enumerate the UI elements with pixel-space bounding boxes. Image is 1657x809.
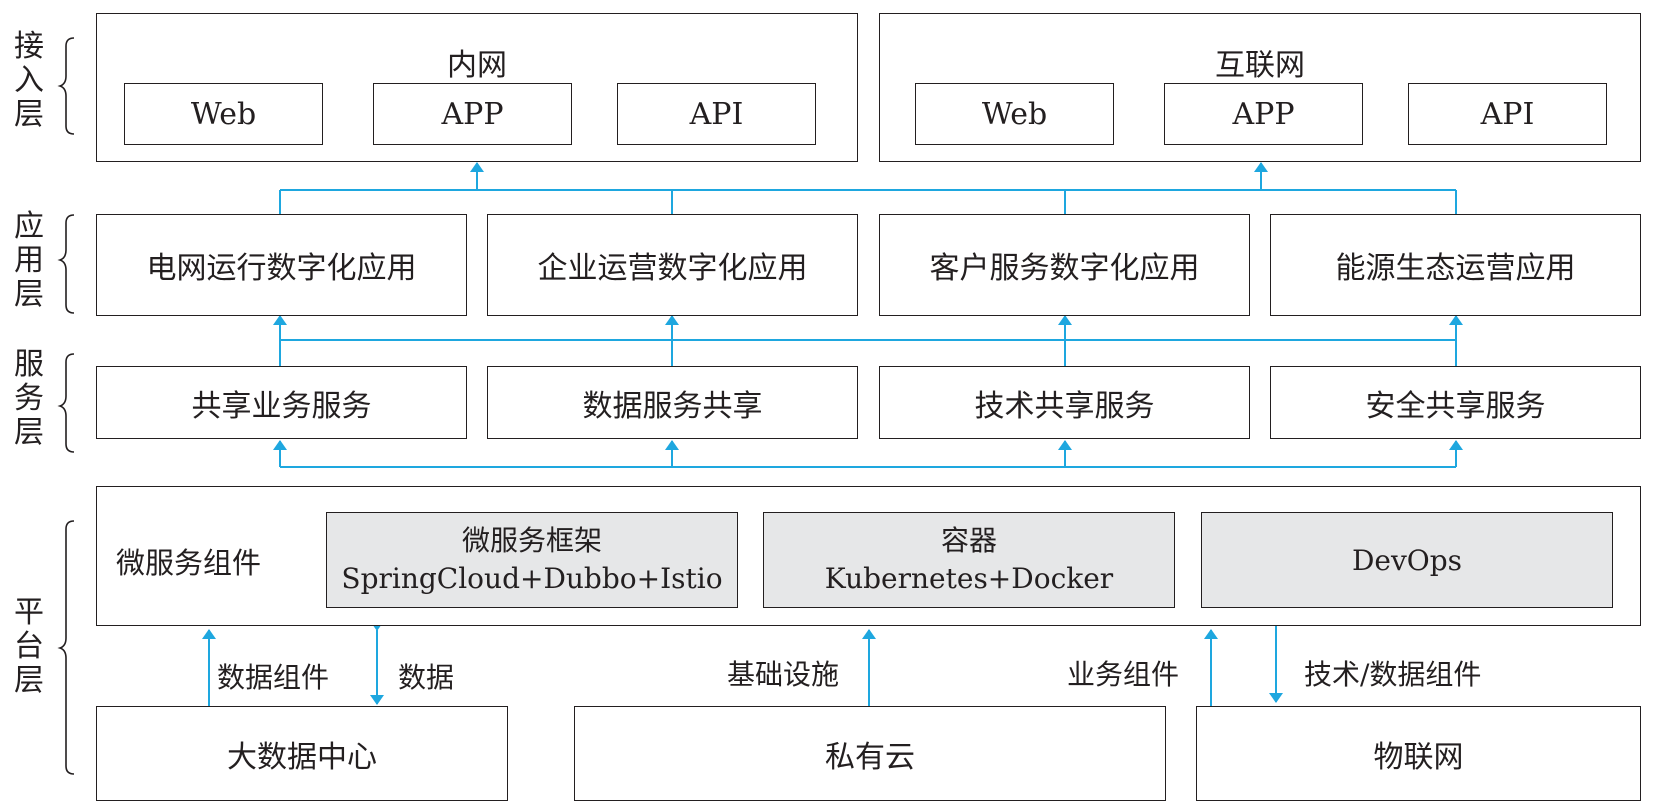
app-grid-operation: 电网运行数字化应用 (96, 214, 467, 316)
component-microservice-framework: 微服务框架 SpringCloud+Dubbo+Istio (326, 512, 738, 608)
component-devops: DevOps (1201, 512, 1613, 608)
source-big-data-center: 大数据中心 (96, 706, 508, 801)
brace-platform (57, 520, 75, 775)
component-microservice-framework-stack: SpringCloud+Dubbo+Istio (341, 562, 723, 595)
brace-service (57, 353, 75, 453)
layer-label-service: 服务层 (14, 347, 44, 450)
component-container-title: 容器 (940, 524, 997, 557)
service-shared-security: 安全共享服务 (1270, 366, 1641, 439)
label-tech-data-component: 技术/数据组件 (1304, 658, 1482, 691)
intranet-title: 内网 (447, 48, 507, 83)
brace-application (57, 214, 75, 314)
app-customer-service: 客户服务数字化应用 (879, 214, 1250, 316)
component-microservice-framework-title: 微服务框架 (461, 524, 602, 557)
app-energy-ecosystem: 能源生态运营应用 (1270, 214, 1641, 316)
internet-app-box: APP (1164, 83, 1363, 145)
layer-label-access: 接入层 (14, 29, 44, 132)
source-private-cloud: 私有云 (574, 706, 1166, 801)
brace-access (57, 37, 75, 135)
app-enterprise-operation: 企业运营数字化应用 (487, 214, 858, 316)
label-data-component: 数据组件 (217, 661, 330, 694)
source-iot: 物联网 (1196, 706, 1641, 801)
service-shared-technology: 技术共享服务 (879, 366, 1250, 439)
component-container-stack: Kubernetes+Docker (824, 562, 1114, 595)
intranet-app-box: APP (373, 83, 572, 145)
intranet-api-box: API (617, 83, 816, 145)
component-container: 容器 Kubernetes+Docker (763, 512, 1175, 608)
intranet-web-box: Web (124, 83, 323, 145)
internet-web-box: Web (915, 83, 1114, 145)
service-shared-data: 数据服务共享 (487, 366, 858, 439)
internet-api-box: API (1408, 83, 1607, 145)
layer-label-application: 应用层 (14, 209, 44, 312)
label-infrastructure: 基础设施 (727, 658, 840, 691)
internet-title: 互联网 (1215, 48, 1305, 83)
layer-label-platform: 平台层 (14, 595, 44, 698)
service-shared-business: 共享业务服务 (96, 366, 467, 439)
label-data: 数据 (398, 661, 455, 694)
label-business-component: 业务组件 (1067, 658, 1180, 691)
microservice-label: 微服务组件 (116, 546, 262, 580)
